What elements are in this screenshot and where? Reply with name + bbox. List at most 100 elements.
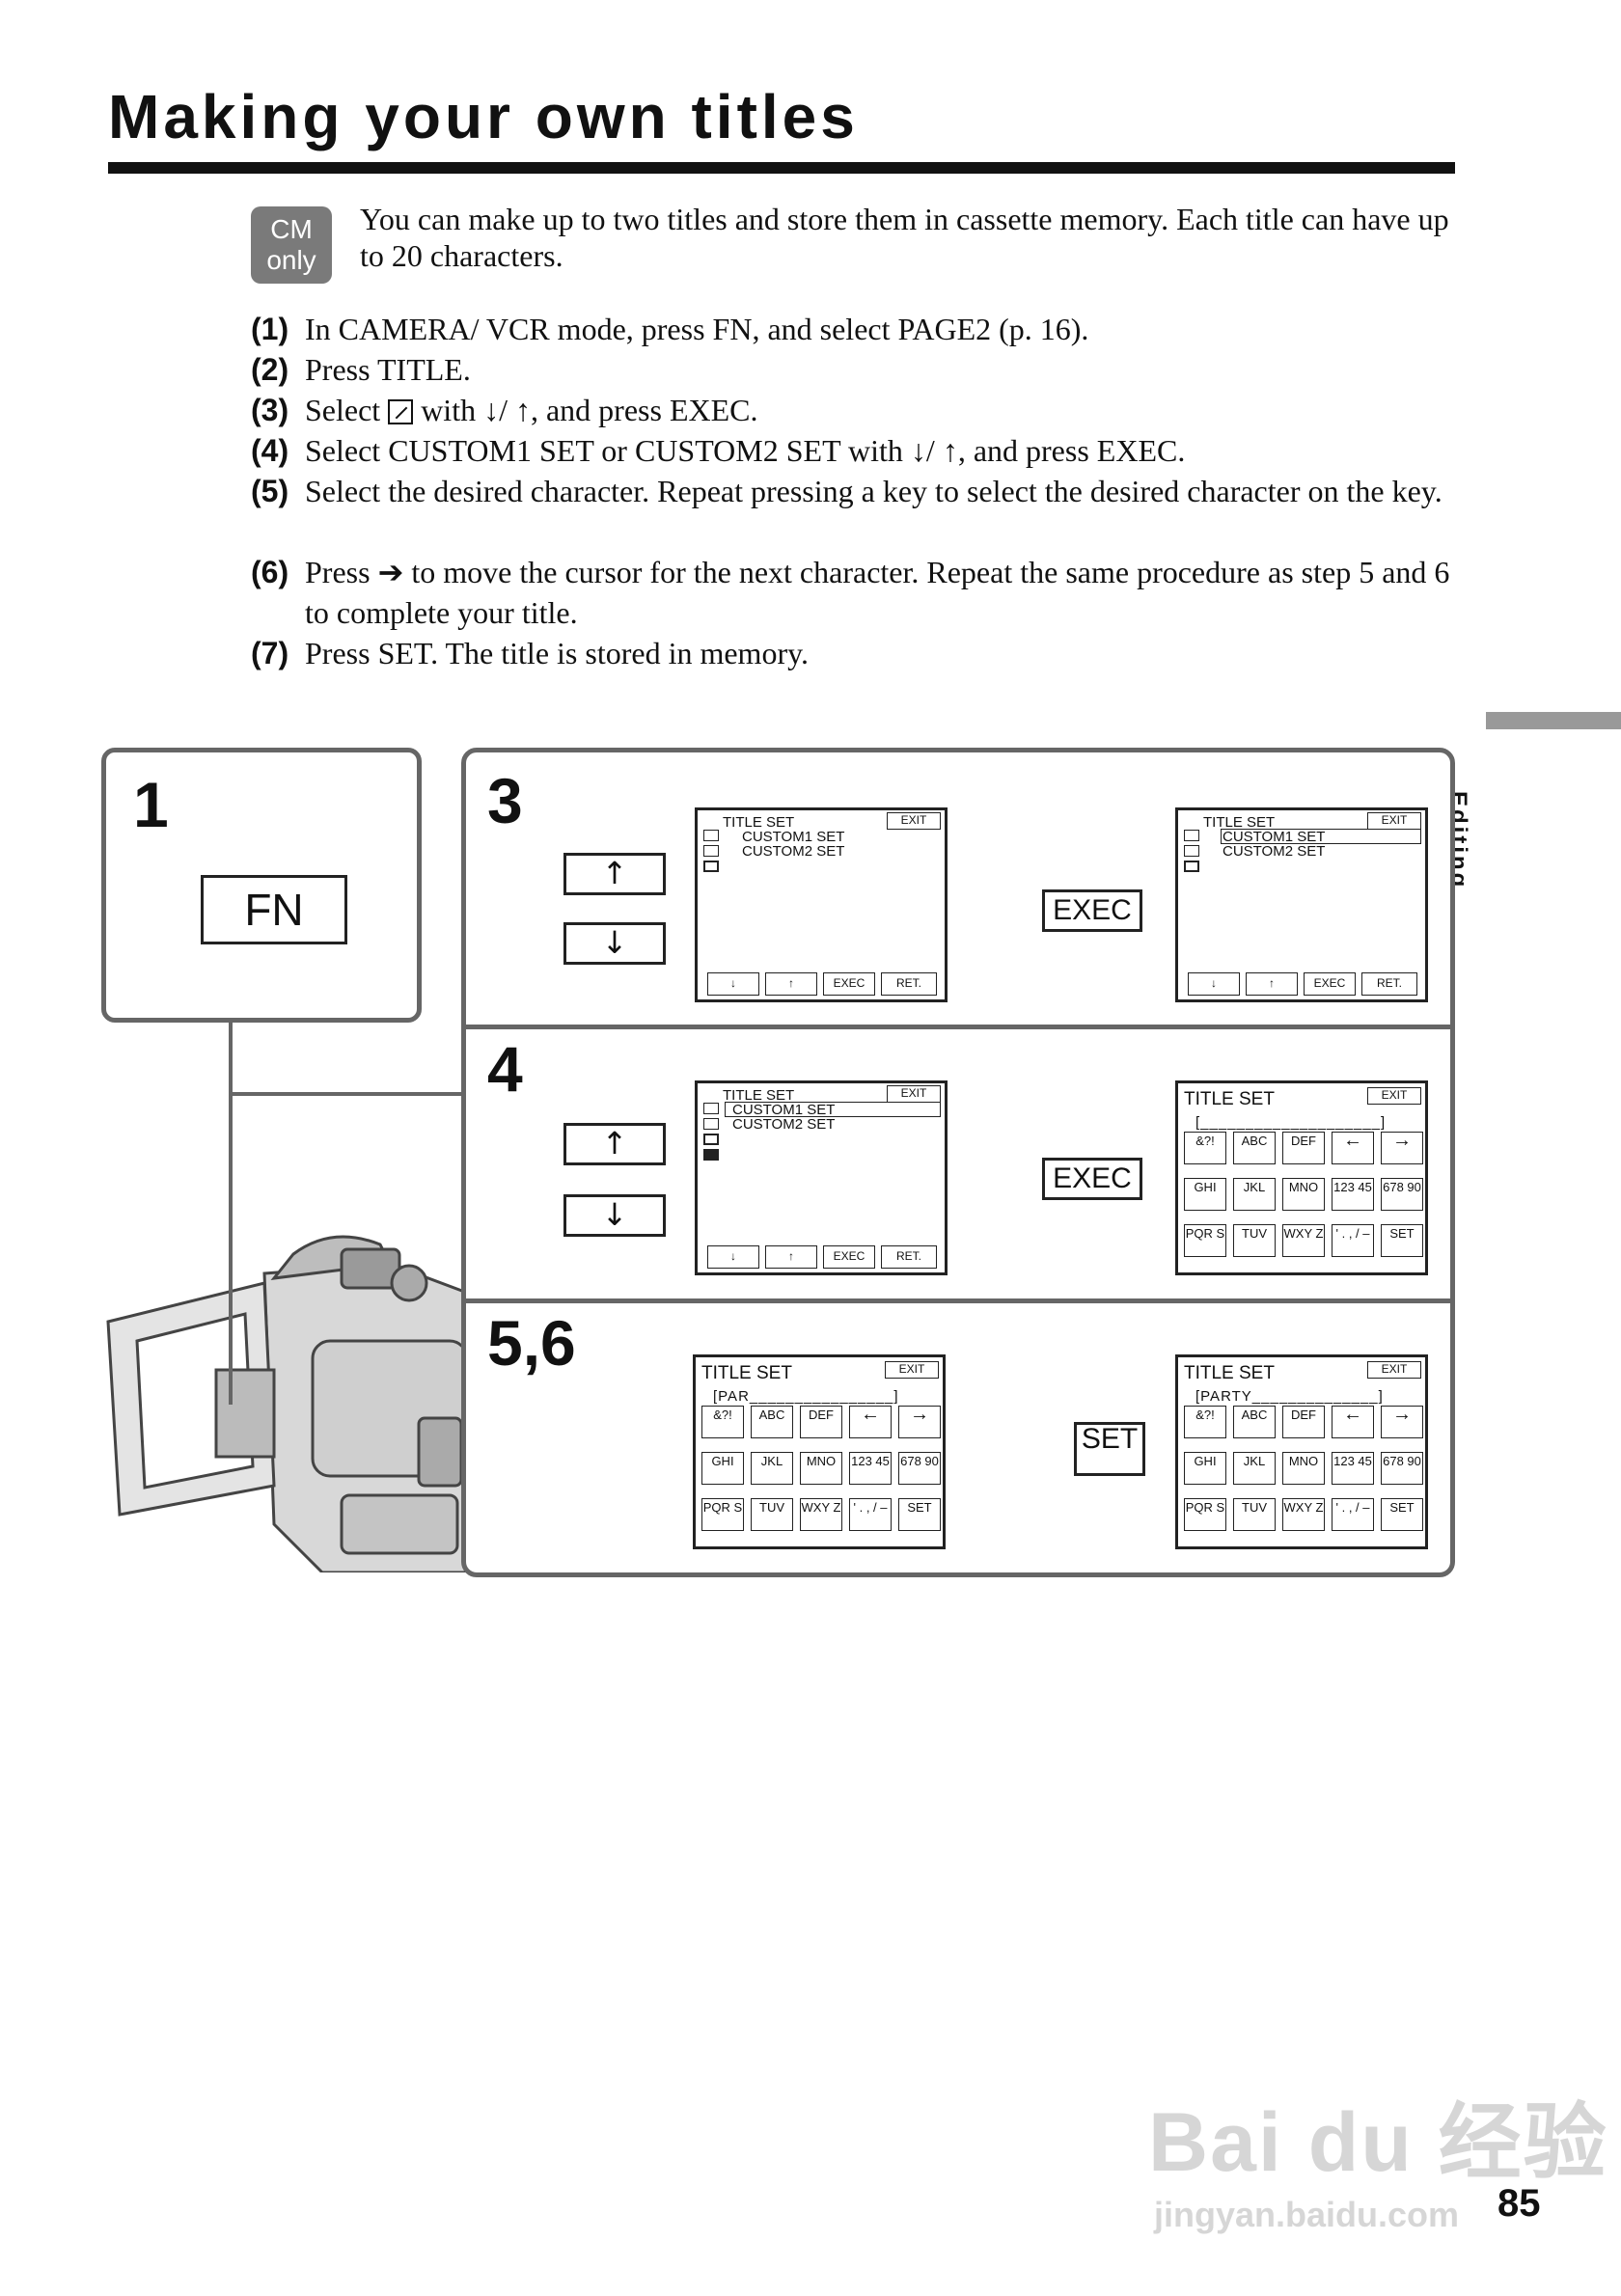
key-digits-67890[interactable]: 678 90 (1381, 1178, 1423, 1211)
key-punctuation[interactable]: ' . , / – (1332, 1224, 1374, 1257)
key-wxyz[interactable]: WXY Z (800, 1498, 842, 1531)
intro-text: You can make up to two titles and store … (360, 202, 1449, 273)
key-abc[interactable]: ABC (751, 1406, 793, 1438)
panel-number: 5,6 (487, 1307, 576, 1379)
cassette-icon (703, 845, 719, 857)
lcd-up-button[interactable]: ↑ (1246, 972, 1298, 996)
title-input-field[interactable]: [____________________] (1195, 1114, 1387, 1131)
key-cursor-left[interactable]: ← (1332, 1405, 1374, 1438)
step-number: (2) (251, 352, 289, 387)
key-jkl[interactable]: JKL (751, 1452, 793, 1485)
cm-only-badge: CM only (251, 206, 332, 284)
title-input-field[interactable]: [PARTY______________] (1195, 1388, 1384, 1405)
up-button[interactable]: ↑ (563, 853, 666, 895)
step-number: (3) (251, 393, 289, 427)
badge-line2: only (266, 245, 316, 275)
step-3-post: with ↓/ ↑, and press EXEC. (421, 393, 758, 427)
lcd-menu-item-custom1[interactable]: CUSTOM1 SET (1223, 829, 1326, 845)
key-jkl[interactable]: JKL (1233, 1452, 1276, 1485)
key-digits-12345[interactable]: 123 45 (849, 1452, 892, 1485)
key-set[interactable]: SET (898, 1498, 941, 1531)
folder-icon (703, 1103, 719, 1114)
set-button[interactable]: SET (1074, 1422, 1145, 1476)
lcd-menu-item-custom1[interactable]: CUSTOM1 SET (742, 829, 845, 845)
key-punctuation[interactable]: ' . , / – (1332, 1498, 1374, 1531)
key-digits-67890[interactable]: 678 90 (1381, 1452, 1423, 1485)
key-set[interactable]: SET (1381, 1224, 1423, 1257)
key-mno[interactable]: MNO (1282, 1178, 1325, 1211)
page-number: 85 (1497, 2182, 1541, 2225)
lcd-return-button[interactable]: RET. (1361, 972, 1417, 996)
watermark-sub: jingyan.baidu.com (1154, 2195, 1460, 2234)
key-cursor-left[interactable]: ← (1332, 1131, 1374, 1164)
key-set[interactable]: SET (1381, 1498, 1423, 1531)
key-jkl[interactable]: JKL (1233, 1178, 1276, 1211)
key-tuv[interactable]: TUV (1233, 1224, 1276, 1257)
key-pqrs[interactable]: PQR S (701, 1498, 744, 1531)
key-cursor-right[interactable]: → (1381, 1405, 1423, 1438)
lcd-exit-button[interactable]: EXIT (885, 1361, 939, 1379)
lcd-down-button[interactable]: ↓ (1188, 972, 1240, 996)
lcd-down-button[interactable]: ↓ (707, 1245, 759, 1269)
key-punctuation[interactable]: ' . , / – (849, 1498, 892, 1531)
down-button[interactable]: ↓ (563, 922, 666, 965)
exec-button[interactable]: EXEC (1042, 889, 1142, 932)
lcd-exec-button[interactable]: EXEC (1304, 972, 1356, 996)
key-tuv[interactable]: TUV (1233, 1498, 1276, 1531)
key-pqrs[interactable]: PQR S (1184, 1224, 1226, 1257)
down-button[interactable]: ↓ (563, 1194, 666, 1237)
up-button[interactable]: ↑ (563, 1123, 666, 1165)
lcd-title-menu-custom1-highlighted: TITLE SET EXIT CUSTOM1 SET CUSTOM2 SET ↓… (1175, 807, 1428, 1002)
key-abc[interactable]: ABC (1233, 1132, 1276, 1164)
key-cursor-left[interactable]: ← (849, 1405, 892, 1438)
title-input-field[interactable]: [PAR________________] (713, 1388, 899, 1405)
lcd-return-button[interactable]: RET. (881, 972, 937, 996)
lcd-exit-button[interactable]: EXIT (1367, 1361, 1421, 1379)
lcd-menu-item-custom2[interactable]: CUSTOM2 SET (732, 1116, 836, 1133)
key-symbols[interactable]: &?! (701, 1406, 744, 1438)
key-cursor-right[interactable]: → (898, 1405, 941, 1438)
lcd-up-button[interactable]: ↑ (765, 972, 817, 996)
lcd-menu-item-custom2[interactable]: CUSTOM2 SET (742, 843, 845, 860)
lcd-title: TITLE SET (723, 814, 795, 831)
key-def[interactable]: DEF (1282, 1132, 1325, 1164)
step-text: Press TITLE. (305, 352, 471, 387)
key-wxyz[interactable]: WXY Z (1282, 1224, 1325, 1257)
key-symbols[interactable]: &?! (1184, 1406, 1226, 1438)
title-rule (108, 162, 1455, 174)
key-def[interactable]: DEF (1282, 1406, 1325, 1438)
lcd-exit-button[interactable]: EXIT (1367, 812, 1421, 830)
exec-button[interactable]: EXEC (1042, 1158, 1142, 1200)
lcd-exec-button[interactable]: EXEC (823, 1245, 875, 1269)
key-ghi[interactable]: GHI (1184, 1178, 1226, 1211)
key-symbols[interactable]: &?! (1184, 1132, 1226, 1164)
lcd-up-button[interactable]: ↑ (765, 1245, 817, 1269)
key-cursor-right[interactable]: → (1381, 1131, 1423, 1164)
key-def[interactable]: DEF (800, 1406, 842, 1438)
fn-button[interactable]: FN (201, 875, 347, 944)
selection-highlight (725, 1102, 941, 1117)
lcd-menu-item-custom1[interactable]: CUSTOM1 SET (732, 1102, 836, 1118)
lcd-exit-button[interactable]: EXIT (887, 1085, 941, 1103)
key-digits-12345[interactable]: 123 45 (1332, 1452, 1374, 1485)
lcd-down-button[interactable]: ↓ (707, 972, 759, 996)
auto-title-icon (703, 1149, 719, 1161)
lcd-exec-button[interactable]: EXEC (823, 972, 875, 996)
key-ghi[interactable]: GHI (701, 1452, 744, 1485)
lcd-title-menu: TITLE SET EXIT CUSTOM1 SET CUSTOM2 SET ↓… (695, 807, 948, 1002)
key-ghi[interactable]: GHI (1184, 1452, 1226, 1485)
key-pqrs[interactable]: PQR S (1184, 1498, 1226, 1531)
key-mno[interactable]: MNO (800, 1452, 842, 1485)
lcd-exit-button[interactable]: EXIT (1367, 1087, 1421, 1105)
lcd-title: TITLE SET (723, 1087, 795, 1104)
title-pen-icon (388, 399, 414, 424)
key-mno[interactable]: MNO (1282, 1452, 1325, 1485)
key-digits-67890[interactable]: 678 90 (898, 1452, 941, 1485)
key-wxyz[interactable]: WXY Z (1282, 1498, 1325, 1531)
key-digits-12345[interactable]: 123 45 (1332, 1178, 1374, 1211)
lcd-return-button[interactable]: RET. (881, 1245, 937, 1269)
key-abc[interactable]: ABC (1233, 1406, 1276, 1438)
key-tuv[interactable]: TUV (751, 1498, 793, 1531)
lcd-menu-item-custom2[interactable]: CUSTOM2 SET (1223, 843, 1326, 860)
lcd-exit-button[interactable]: EXIT (887, 812, 941, 830)
